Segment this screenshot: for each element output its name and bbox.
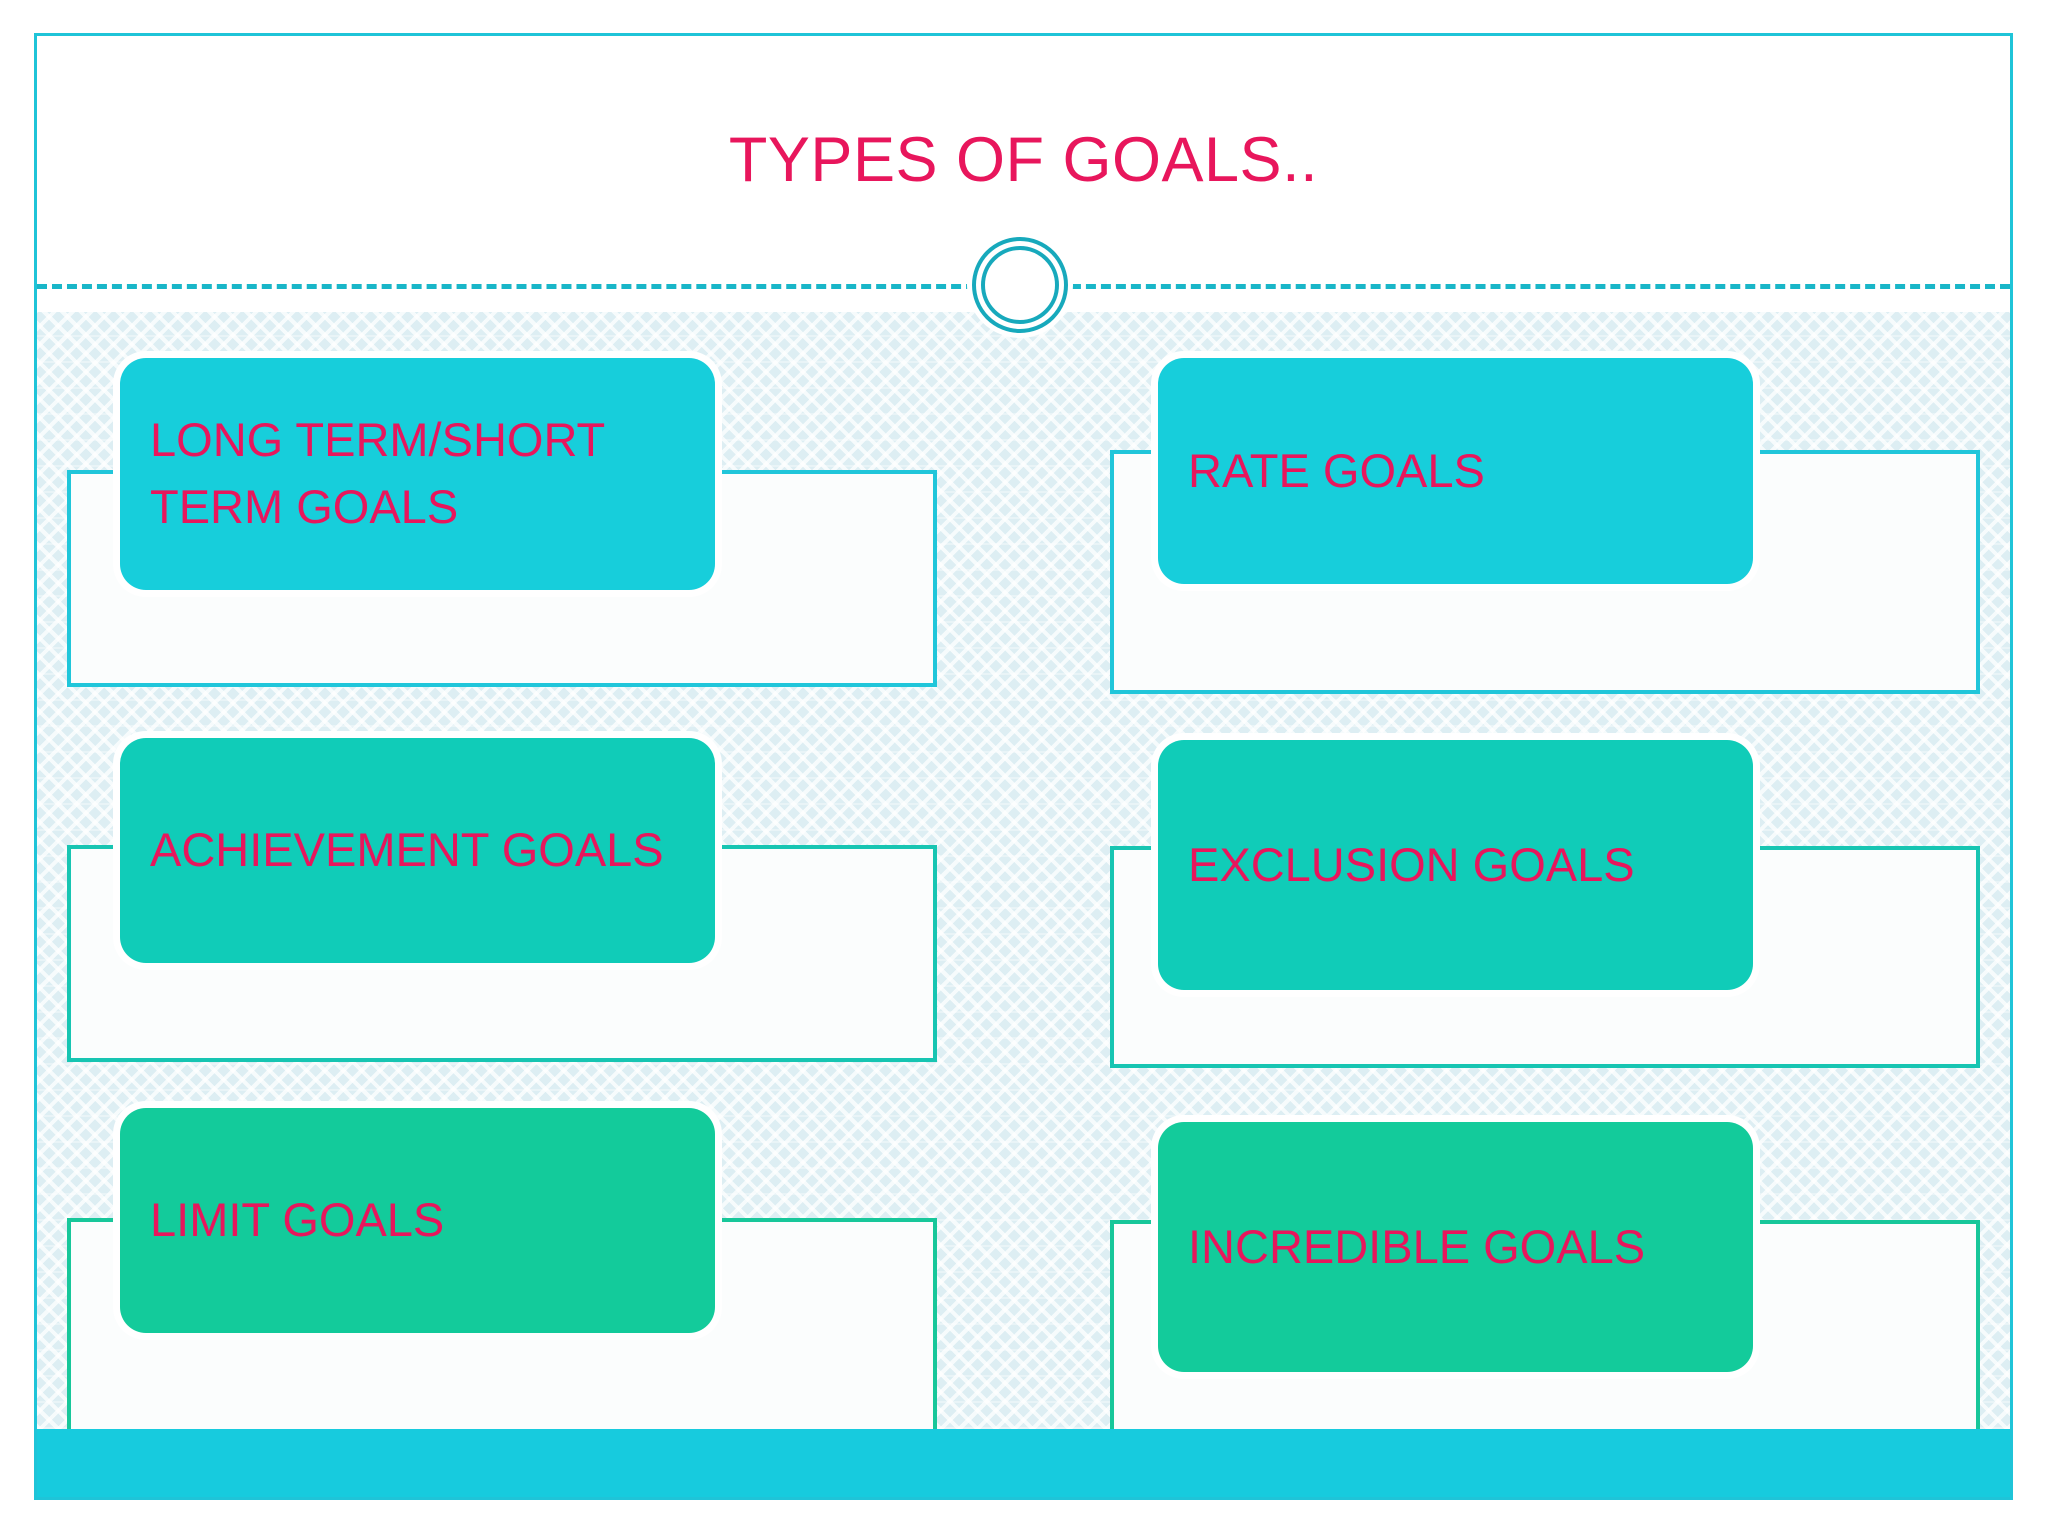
goal-label: ACHIEVEMENT GOALS [150, 823, 664, 877]
goal-chip[interactable]: ACHIEVEMENT GOALS [120, 738, 715, 963]
bottom-accent-bar [37, 1429, 2010, 1500]
goal-chip[interactable]: EXCLUSION GOALS [1158, 740, 1753, 990]
circle-outer-ring-icon [972, 237, 1068, 333]
goal-label: LIMIT GOALS [150, 1193, 445, 1247]
circle-inner-ring-icon [981, 246, 1059, 324]
circle-ornament-icon [967, 232, 1073, 338]
goal-chip[interactable]: INCREDIBLE GOALS [1158, 1122, 1753, 1372]
goal-label: RATE GOALS [1188, 443, 1485, 497]
goal-chip[interactable]: LIMIT GOALS [120, 1108, 715, 1333]
goal-label: INCREDIBLE GOALS [1188, 1219, 1646, 1273]
goal-chip[interactable]: RATE GOALS [1158, 358, 1753, 584]
goal-label: LONG TERM/SHORT TERM GOALS [150, 413, 606, 533]
page-title: TYPES OF GOALS.. [728, 125, 1319, 195]
goal-label: EXCLUSION GOALS [1188, 837, 1635, 891]
goal-chip[interactable]: LONG TERM/SHORT TERM GOALS [120, 358, 715, 590]
